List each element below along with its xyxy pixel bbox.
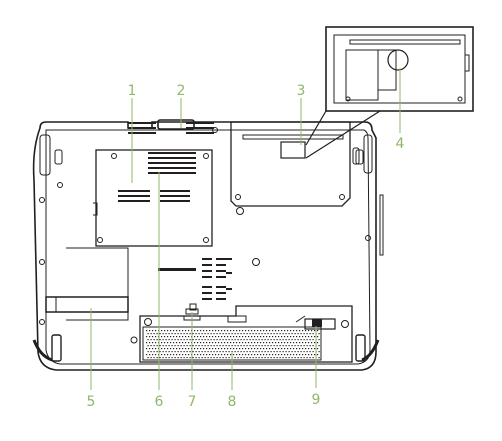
laptop-body — [32, 121, 384, 371]
battery-pack — [139, 305, 353, 363]
memory-compartment — [93, 149, 213, 247]
callout-7: 7 — [188, 394, 197, 410]
callout-8: 8 — [228, 394, 237, 410]
callout-4: 4 — [396, 136, 405, 152]
left-slot-area — [45, 247, 129, 321]
memory-vents — [118, 152, 196, 202]
callout-3: 3 — [297, 83, 306, 99]
center-vent-grill — [158, 258, 232, 300]
callout-9: 9 — [312, 392, 321, 408]
callout-2: 2 — [177, 83, 186, 99]
top-vent-grill — [128, 119, 214, 134]
callout-5: 5 — [87, 394, 96, 410]
callout-labels: 1 2 3 4 5 6 7 8 9 — [87, 83, 405, 410]
hdd-compartment — [230, 121, 360, 207]
hdd-inset-zoom — [305, 26, 474, 159]
callout-1: 1 — [128, 83, 137, 99]
callout-leaders — [90, 68, 401, 390]
callout-6: 6 — [155, 394, 164, 410]
